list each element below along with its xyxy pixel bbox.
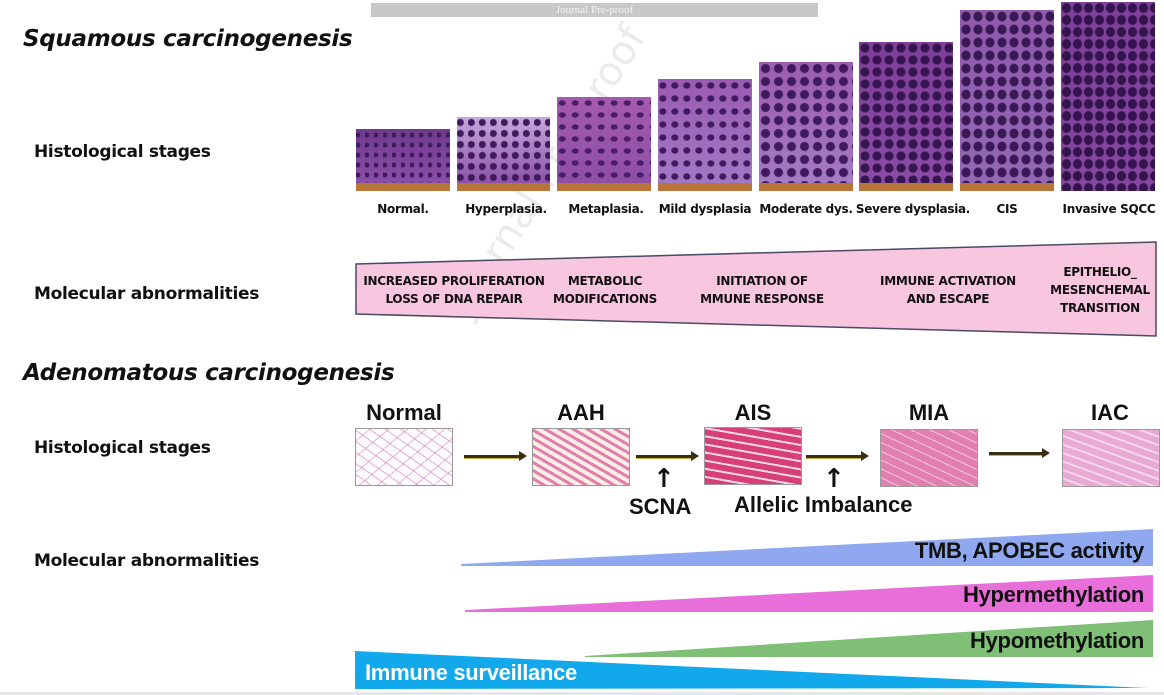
molecular-item: IMMUNE ACTIVATION AND ESCAPE	[880, 274, 1016, 306]
adenomatous-histology-label: Histological stages	[34, 438, 211, 458]
progression-arrow	[464, 451, 527, 461]
histology-mild-dysplasia	[658, 79, 752, 191]
wedge-label-tmb: TMB, APOBEC activity	[914, 538, 1144, 563]
lung-normal-image	[355, 428, 453, 486]
wedge-hypermethylation	[465, 575, 1153, 612]
histology-hyperplasia	[457, 117, 550, 191]
squamous-molecular-label: Molecular abnormalities	[34, 284, 260, 304]
molecular-item: METABOLIC MODIFICATIONS	[552, 274, 658, 306]
wedge-label-hypomethylation: Hypomethylation	[970, 628, 1144, 653]
adeno-stage-label: AAH	[557, 400, 605, 425]
up-arrow-icon: ↑	[653, 464, 675, 494]
squamous-histology-label: Histological stages	[34, 142, 211, 162]
lung-iac-image	[1062, 429, 1160, 487]
lung-mia-image	[880, 429, 978, 487]
scna-annotation: SCNA	[629, 494, 692, 519]
wedge-tmb-apobec	[461, 529, 1153, 566]
progression-arrow	[806, 451, 869, 461]
stage-label: Hyperplasia.	[465, 202, 547, 216]
stage-label: CIS	[996, 202, 1018, 216]
squamous-molecular-band	[355, 241, 1157, 337]
histology-moderate-dysplasia	[759, 62, 853, 191]
stage-label: Moderate dys.	[759, 202, 853, 216]
histology-cis	[960, 10, 1054, 191]
wedge-hypomethylation	[585, 620, 1153, 657]
up-arrow-icon: ↑	[823, 464, 845, 494]
progression-arrow	[989, 448, 1050, 458]
adeno-stage-label: MIA	[908, 400, 950, 425]
allelic-imbalance-annotation: Allelic Imbalance	[734, 492, 913, 517]
adeno-stage-label: AIS	[734, 400, 772, 425]
stage-label: Mild dysplasia	[658, 202, 752, 216]
molecular-item: INCREASED PROLIFERATION LOSS OF DNA REPA…	[363, 274, 545, 306]
divider	[0, 692, 1164, 695]
stage-label: Severe dysplasia.	[855, 202, 971, 216]
adenomatous-title: Adenomatous carcinogenesis	[23, 360, 395, 386]
adeno-stage-label: Normal	[366, 400, 442, 425]
histology-severe-dysplasia	[859, 42, 953, 191]
lung-aah-image	[532, 428, 630, 486]
journal-preproof-banner: Journal Pre-proof	[371, 3, 818, 17]
stage-label: Normal.	[377, 202, 429, 216]
molecular-item: INITIATION OF MMUNE RESPONSE	[700, 274, 824, 306]
adenomatous-molecular-label: Molecular abnormalities	[34, 551, 260, 571]
progression-arrow	[636, 451, 699, 461]
lung-ais-image	[704, 427, 802, 485]
wedge-label-immune-surveillance: Immune surveillance	[365, 660, 577, 685]
wedge-immune-surveillance	[355, 651, 1148, 689]
stage-label: Metaplasia.	[568, 202, 644, 216]
wedge-label-hypermethylation: Hypermethylation	[962, 582, 1144, 607]
histology-invasive-sqcc	[1061, 2, 1155, 191]
adeno-stage-label: IAC	[1091, 400, 1129, 425]
stage-label: Invasive SQCC	[1062, 202, 1156, 216]
molecular-item: EPITHELIO_ MESENCHEMAL TRANSITION	[1050, 265, 1150, 315]
squamous-title: Squamous carcinogenesis	[23, 26, 353, 52]
histology-metaplasia	[557, 97, 651, 191]
histology-normal	[356, 129, 450, 191]
